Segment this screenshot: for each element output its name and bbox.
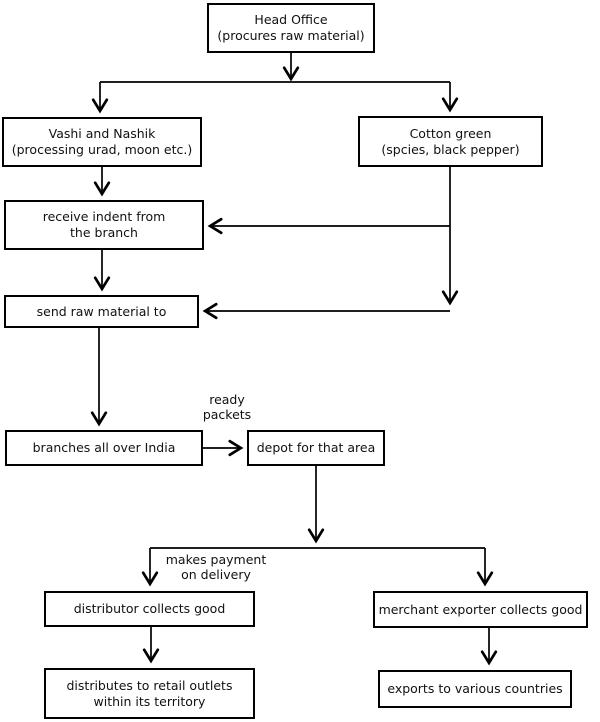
node-vashi-nashik: Vashi and Nashik (processing urad, moon … (2, 117, 202, 167)
node-cotton-green: Cotton green (spcies, black pepper) (358, 116, 543, 167)
node-distributor: distributor collects good (44, 591, 255, 627)
node-merchant-exporter-label: merchant exporter collects good (378, 601, 583, 617)
node-exports-label: exports to various countries (387, 681, 563, 696)
node-cotton-green-label: Cotton green (spcies, black pepper) (381, 125, 520, 157)
node-send-raw-material-label: send raw material to (36, 303, 167, 319)
node-exports: exports to various countries (378, 670, 572, 708)
node-retail-outlets-label: distributes to retail outlets within its… (66, 677, 233, 709)
node-receive-indent: receive indent from the branch (4, 200, 204, 250)
node-distributor-label: distributor collects good (73, 601, 226, 616)
node-vashi-nashik-label: Vashi and Nashik (processing urad, moon … (11, 126, 193, 157)
node-branches-india-label: branches all over India (32, 440, 176, 455)
edge-label-ready-packets: ready packets (202, 392, 252, 422)
node-retail-outlets: distributes to retail outlets within its… (44, 668, 255, 719)
node-send-raw-material: send raw material to (4, 295, 199, 328)
node-head-office: Head Office (procures raw material) (207, 3, 375, 53)
edge-label-makes-payment: makes payment on delivery (165, 552, 267, 582)
node-receive-indent-label: receive indent from the branch (42, 209, 166, 240)
node-head-office-label: Head Office (procures raw material) (217, 12, 365, 43)
node-branches-india: branches all over India (5, 430, 203, 466)
node-merchant-exporter: merchant exporter collects good (373, 591, 588, 628)
node-depot: depot for that area (247, 430, 385, 466)
node-depot-label: depot for that area (256, 440, 376, 455)
